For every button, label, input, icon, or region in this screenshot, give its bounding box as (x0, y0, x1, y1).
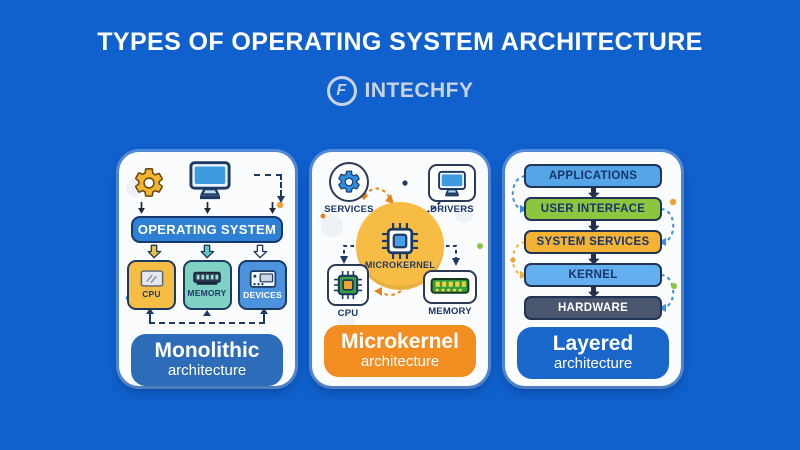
block-arrow-down-icon (587, 286, 599, 297)
card-title: Layered (552, 332, 634, 355)
cpu-node: CPU (324, 264, 372, 319)
arrow-down-icon (269, 202, 276, 214)
dashed-bus-connector (146, 307, 268, 324)
component-boxes: CPU MEMORY (127, 259, 287, 310)
layer-arrow (587, 286, 600, 297)
brand-logo-icon: F (326, 76, 357, 106)
block-arrow-white-icon (253, 244, 268, 259)
monolithic-title-pill: Monolithic architecture (131, 333, 283, 386)
block-arrow-yellow-icon (147, 244, 162, 259)
layer-hardware: HARDWARE (524, 296, 662, 320)
layer-applications: APPLICATIONS (524, 164, 662, 188)
operating-system-bar: OPERATING SYSTEM (131, 216, 283, 243)
devices-label: DEVICES (243, 289, 282, 300)
cpu-chip-icon (327, 264, 369, 306)
colored-arrows (132, 244, 282, 259)
block-arrow-down-icon (587, 187, 599, 198)
layer-arrow (587, 187, 600, 198)
ram-icon (423, 270, 477, 304)
card-subtitle: architecture (360, 352, 440, 370)
card-monolithic: OPERATING SYSTEM CPU (119, 152, 295, 386)
layer-user-interface: USER INTERFACE (524, 197, 662, 221)
block-arrow-down-icon (587, 253, 599, 264)
drivers-monitor-icon (428, 164, 476, 202)
gear-icon (134, 168, 164, 197)
microkernel-title-pill: Microkernel architecture (324, 324, 476, 377)
block-arrow-down-icon (587, 220, 599, 231)
memory-label: MEMORY (428, 306, 472, 317)
layer-kernel: KERNEL (524, 263, 662, 287)
devices-box: DEVICES (238, 259, 287, 310)
services-node: SERVICES (320, 162, 378, 215)
ram-icon (193, 272, 221, 286)
memory-node: MEMORY (418, 270, 482, 317)
brand-row: F INTECHFY (0, 76, 800, 106)
services-label: SERVICES (324, 204, 374, 215)
cards-row: OPERATING SYSTEM CPU (0, 152, 800, 386)
cpu-chip-icon (140, 270, 163, 288)
drivers-label: DRIVERS (430, 204, 474, 215)
drivers-node: DRIVERS (421, 164, 483, 215)
microkernel-chip-icon (382, 222, 418, 259)
cpu-label: CPU (337, 308, 359, 319)
layered-title-pill: Layered architecture (517, 327, 669, 380)
cpu-box: CPU (127, 259, 176, 310)
card-subtitle: architecture (167, 361, 247, 379)
monitor-icon (189, 161, 231, 200)
block-arrow-teal-icon (200, 244, 215, 259)
memory-label: MEMORY (187, 288, 227, 299)
services-gear-icon (329, 162, 369, 202)
arrow-down-icon (203, 202, 211, 214)
card-microkernel: SERVICES DRIVERS (312, 152, 488, 386)
microkernel-label: MICROKERNEL (364, 259, 436, 270)
card-title: Monolithic (154, 338, 260, 362)
device-icon (249, 270, 276, 288)
card-layered: APPLICATIONS USER INTERFACE SYSTEM SERVI… (505, 152, 681, 386)
memory-box: MEMORY (182, 259, 232, 310)
arrow-down-icon (138, 202, 145, 214)
down-arrows (137, 202, 277, 214)
dashed-elbow-connector (254, 174, 285, 203)
monolithic-top-icons (132, 160, 285, 203)
layer-arrow (587, 253, 600, 264)
card-title: Microkernel (341, 329, 459, 353)
card-subtitle: architecture (553, 355, 633, 373)
layer-system-services: SYSTEM SERVICES (524, 230, 662, 254)
brand-name: INTECHFY (364, 79, 474, 102)
page-title: TYPES OF OPERATING SYSTEM ARCHITECTURE (97, 28, 703, 56)
layer-arrow (587, 220, 600, 231)
cpu-label: CPU (142, 289, 161, 300)
